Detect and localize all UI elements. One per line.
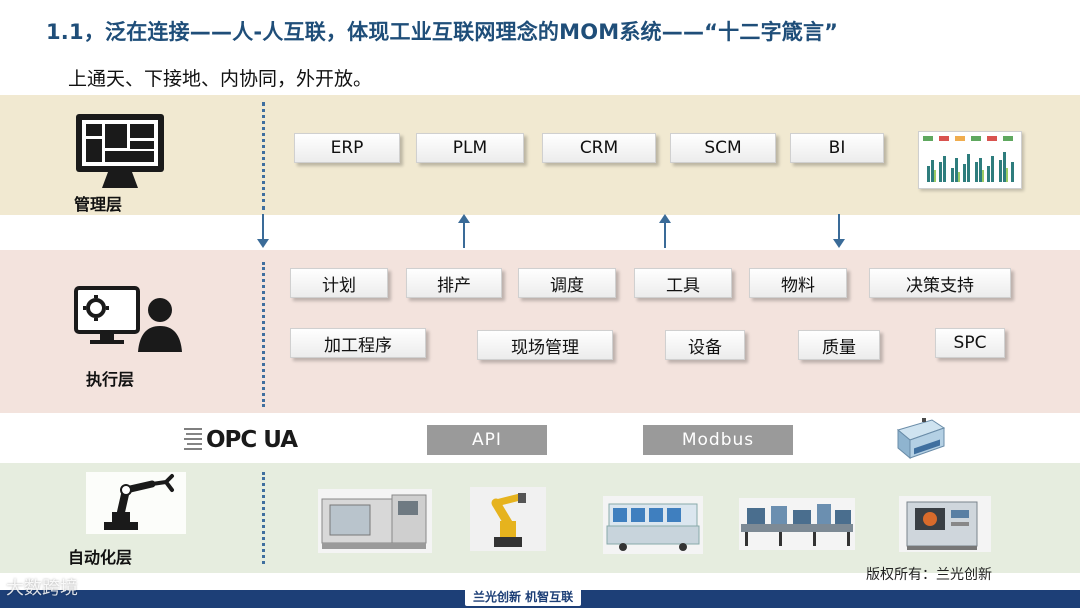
api-box: API	[427, 425, 547, 455]
watermark: 大数跨境	[6, 574, 78, 600]
exec-item-equipment: 设备	[665, 330, 745, 360]
scm-box: SCM	[670, 133, 776, 163]
arrow-gap-band	[0, 215, 1080, 250]
management-dashboard-icon	[74, 112, 166, 190]
modbus-box: Modbus	[643, 425, 793, 455]
exec-item-materials: 物料	[749, 268, 847, 298]
industrial-robot-image	[470, 487, 546, 551]
exec-item-site-management: 现场管理	[477, 330, 613, 360]
opc-ua-logo: OPC UA	[184, 423, 302, 456]
crm-box: CRM	[542, 133, 656, 163]
execution-layer-label: 执行层	[86, 366, 134, 390]
execution-monitor-user-icon	[74, 284, 184, 354]
furnace-equipment-image	[899, 496, 991, 552]
opc-ua-label: OPC UA	[206, 427, 297, 453]
plm-box: PLM	[416, 133, 524, 163]
slide-title: 1.1，泛在连接——人-人互联，体现工业互联网理念的MOM系统——“十二字箴言”	[46, 16, 838, 46]
up-arrow-1	[454, 212, 474, 250]
down-arrow-left	[253, 212, 273, 250]
execution-separator	[262, 262, 265, 407]
copyright-text: 版权所有：兰光创新	[866, 564, 992, 584]
automation-layer-label: 自动化层	[68, 544, 132, 568]
exec-item-tools: 工具	[634, 268, 732, 298]
slide-subtitle: 上通天、下接地、内协同，外开放。	[68, 64, 372, 91]
erp-box: ERP	[294, 133, 400, 163]
exec-item-scheduling: 排产	[406, 268, 502, 298]
exec-item-quality: 质量	[798, 330, 880, 360]
automation-separator	[262, 472, 265, 564]
production-line-image	[739, 498, 855, 550]
exec-item-machining-program: 加工程序	[290, 328, 426, 358]
cnc-machine-image	[318, 489, 432, 553]
management-separator	[262, 102, 265, 210]
robot-arm-icon	[86, 472, 186, 534]
up-arrow-2	[655, 212, 675, 250]
exec-item-decision-support: 决策支持	[869, 268, 1011, 298]
bi-dashboard-thumbnail	[918, 131, 1022, 189]
bi-box: BI	[790, 133, 884, 163]
agv-cart-image	[603, 496, 703, 554]
exec-item-spc: SPC	[935, 328, 1005, 358]
down-arrow-right	[829, 212, 849, 250]
exec-item-plan: 计划	[290, 268, 388, 298]
exec-item-dispatch: 调度	[518, 268, 616, 298]
management-layer-label: 管理层	[74, 191, 122, 215]
footer-logos: 兰光创新 机智互联	[465, 587, 581, 606]
io-module-device-icon	[892, 416, 948, 460]
